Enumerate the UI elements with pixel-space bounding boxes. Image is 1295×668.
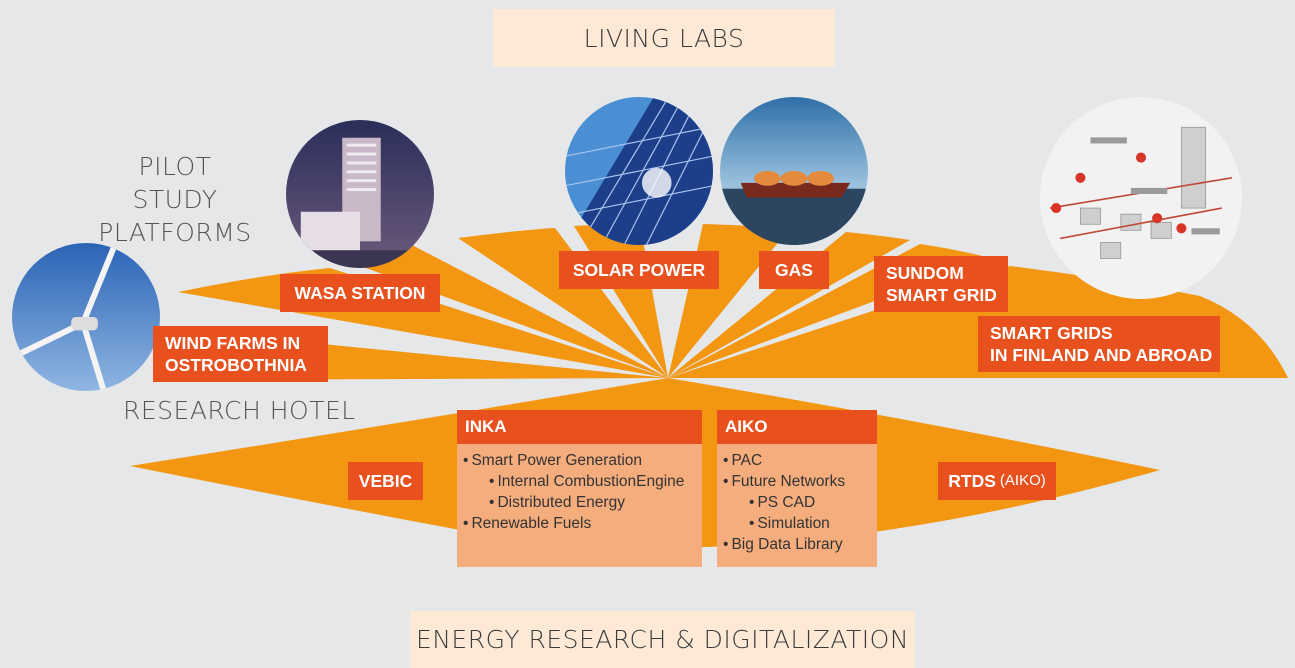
gas-label: GAS: [775, 260, 813, 280]
inka-item: Renewable Fuels: [463, 513, 698, 534]
gas-tag: GAS: [759, 251, 829, 289]
aiko-subitem: PS CAD: [723, 492, 873, 513]
solar-panel-photo: [565, 97, 713, 245]
aiko-title: AIKO: [717, 410, 877, 444]
sundom-line1: SUNDOM: [886, 263, 964, 283]
smart-grids-line1: SMART GRIDS: [990, 323, 1113, 343]
inka-subitem: Distributed Energy: [463, 492, 698, 513]
wind-turbine-photo: [12, 243, 160, 391]
research-hotel-title: RESEARCH HOTEL: [123, 396, 356, 425]
aiko-item: Future Networks: [723, 471, 873, 492]
living-labs-label: LIVING LABS: [583, 23, 745, 53]
inka-title: INKA: [457, 410, 702, 444]
rtds-tag: RTDS (AIKO): [938, 462, 1056, 500]
aiko-list: PAC Future Networks PS CAD Simulation Bi…: [717, 444, 877, 561]
inka-box: INKA Smart Power Generation Internal Com…: [457, 410, 702, 567]
smart-grids-line2: IN FINLAND AND ABROAD: [990, 345, 1213, 365]
wind-farms-line2: OSTROBOTHNIA: [165, 355, 307, 375]
energy-research-label: ENERGY RESEARCH & DIGITALIZATION: [415, 625, 910, 654]
energy-research-banner: ENERGY RESEARCH & DIGITALIZATION: [410, 611, 915, 668]
inka-list: Smart Power Generation Internal Combusti…: [457, 444, 702, 540]
aiko-subitem: Simulation: [723, 513, 873, 534]
building-photo: [286, 120, 434, 268]
pilot-study-line2: PLATFORMS: [98, 218, 252, 247]
wasa-station-tag: WASA STATION: [280, 274, 440, 312]
lng-ship-photo: [720, 97, 868, 245]
aiko-box: AIKO PAC Future Networks PS CAD Simulati…: [717, 410, 877, 567]
smart-grid-illustration: [1040, 97, 1242, 299]
pilot-study-title: PILOT STUDY PLATFORMS: [95, 150, 255, 249]
sundom-smart-grid-tag: SUNDOM SMART GRID: [874, 256, 1008, 312]
solar-power-tag: SOLAR POWER: [559, 251, 719, 289]
fan-ray-mid-right: [668, 232, 910, 378]
wind-farms-tag: WIND FARMS IN OSTROBOTHNIA: [153, 326, 328, 382]
vebic-tag: VEBIC: [348, 462, 423, 500]
fan-base-left: [310, 362, 668, 378]
rtds-label: RTDS: [948, 471, 996, 491]
living-labs-banner: LIVING LABS: [493, 9, 835, 67]
solar-power-label: SOLAR POWER: [572, 260, 706, 280]
aiko-item: PAC: [723, 450, 873, 471]
sundom-line2: SMART GRID: [886, 285, 997, 305]
fan-ray-mid-left: [458, 228, 668, 378]
smart-grids-tag: SMART GRIDS IN FINLAND AND ABROAD: [978, 316, 1220, 372]
wind-farms-line1: WIND FARMS IN: [165, 333, 301, 353]
wasa-station-label: WASA STATION: [294, 283, 426, 303]
pilot-study-line1: PILOT STUDY: [132, 152, 218, 214]
inka-item: Smart Power Generation: [463, 450, 698, 471]
aiko-item: Big Data Library: [723, 534, 873, 555]
vebic-label: VEBIC: [358, 471, 413, 491]
inka-subitem: Internal CombustionEngine: [463, 471, 698, 492]
rtds-sublabel: (AIKO): [999, 472, 1046, 489]
